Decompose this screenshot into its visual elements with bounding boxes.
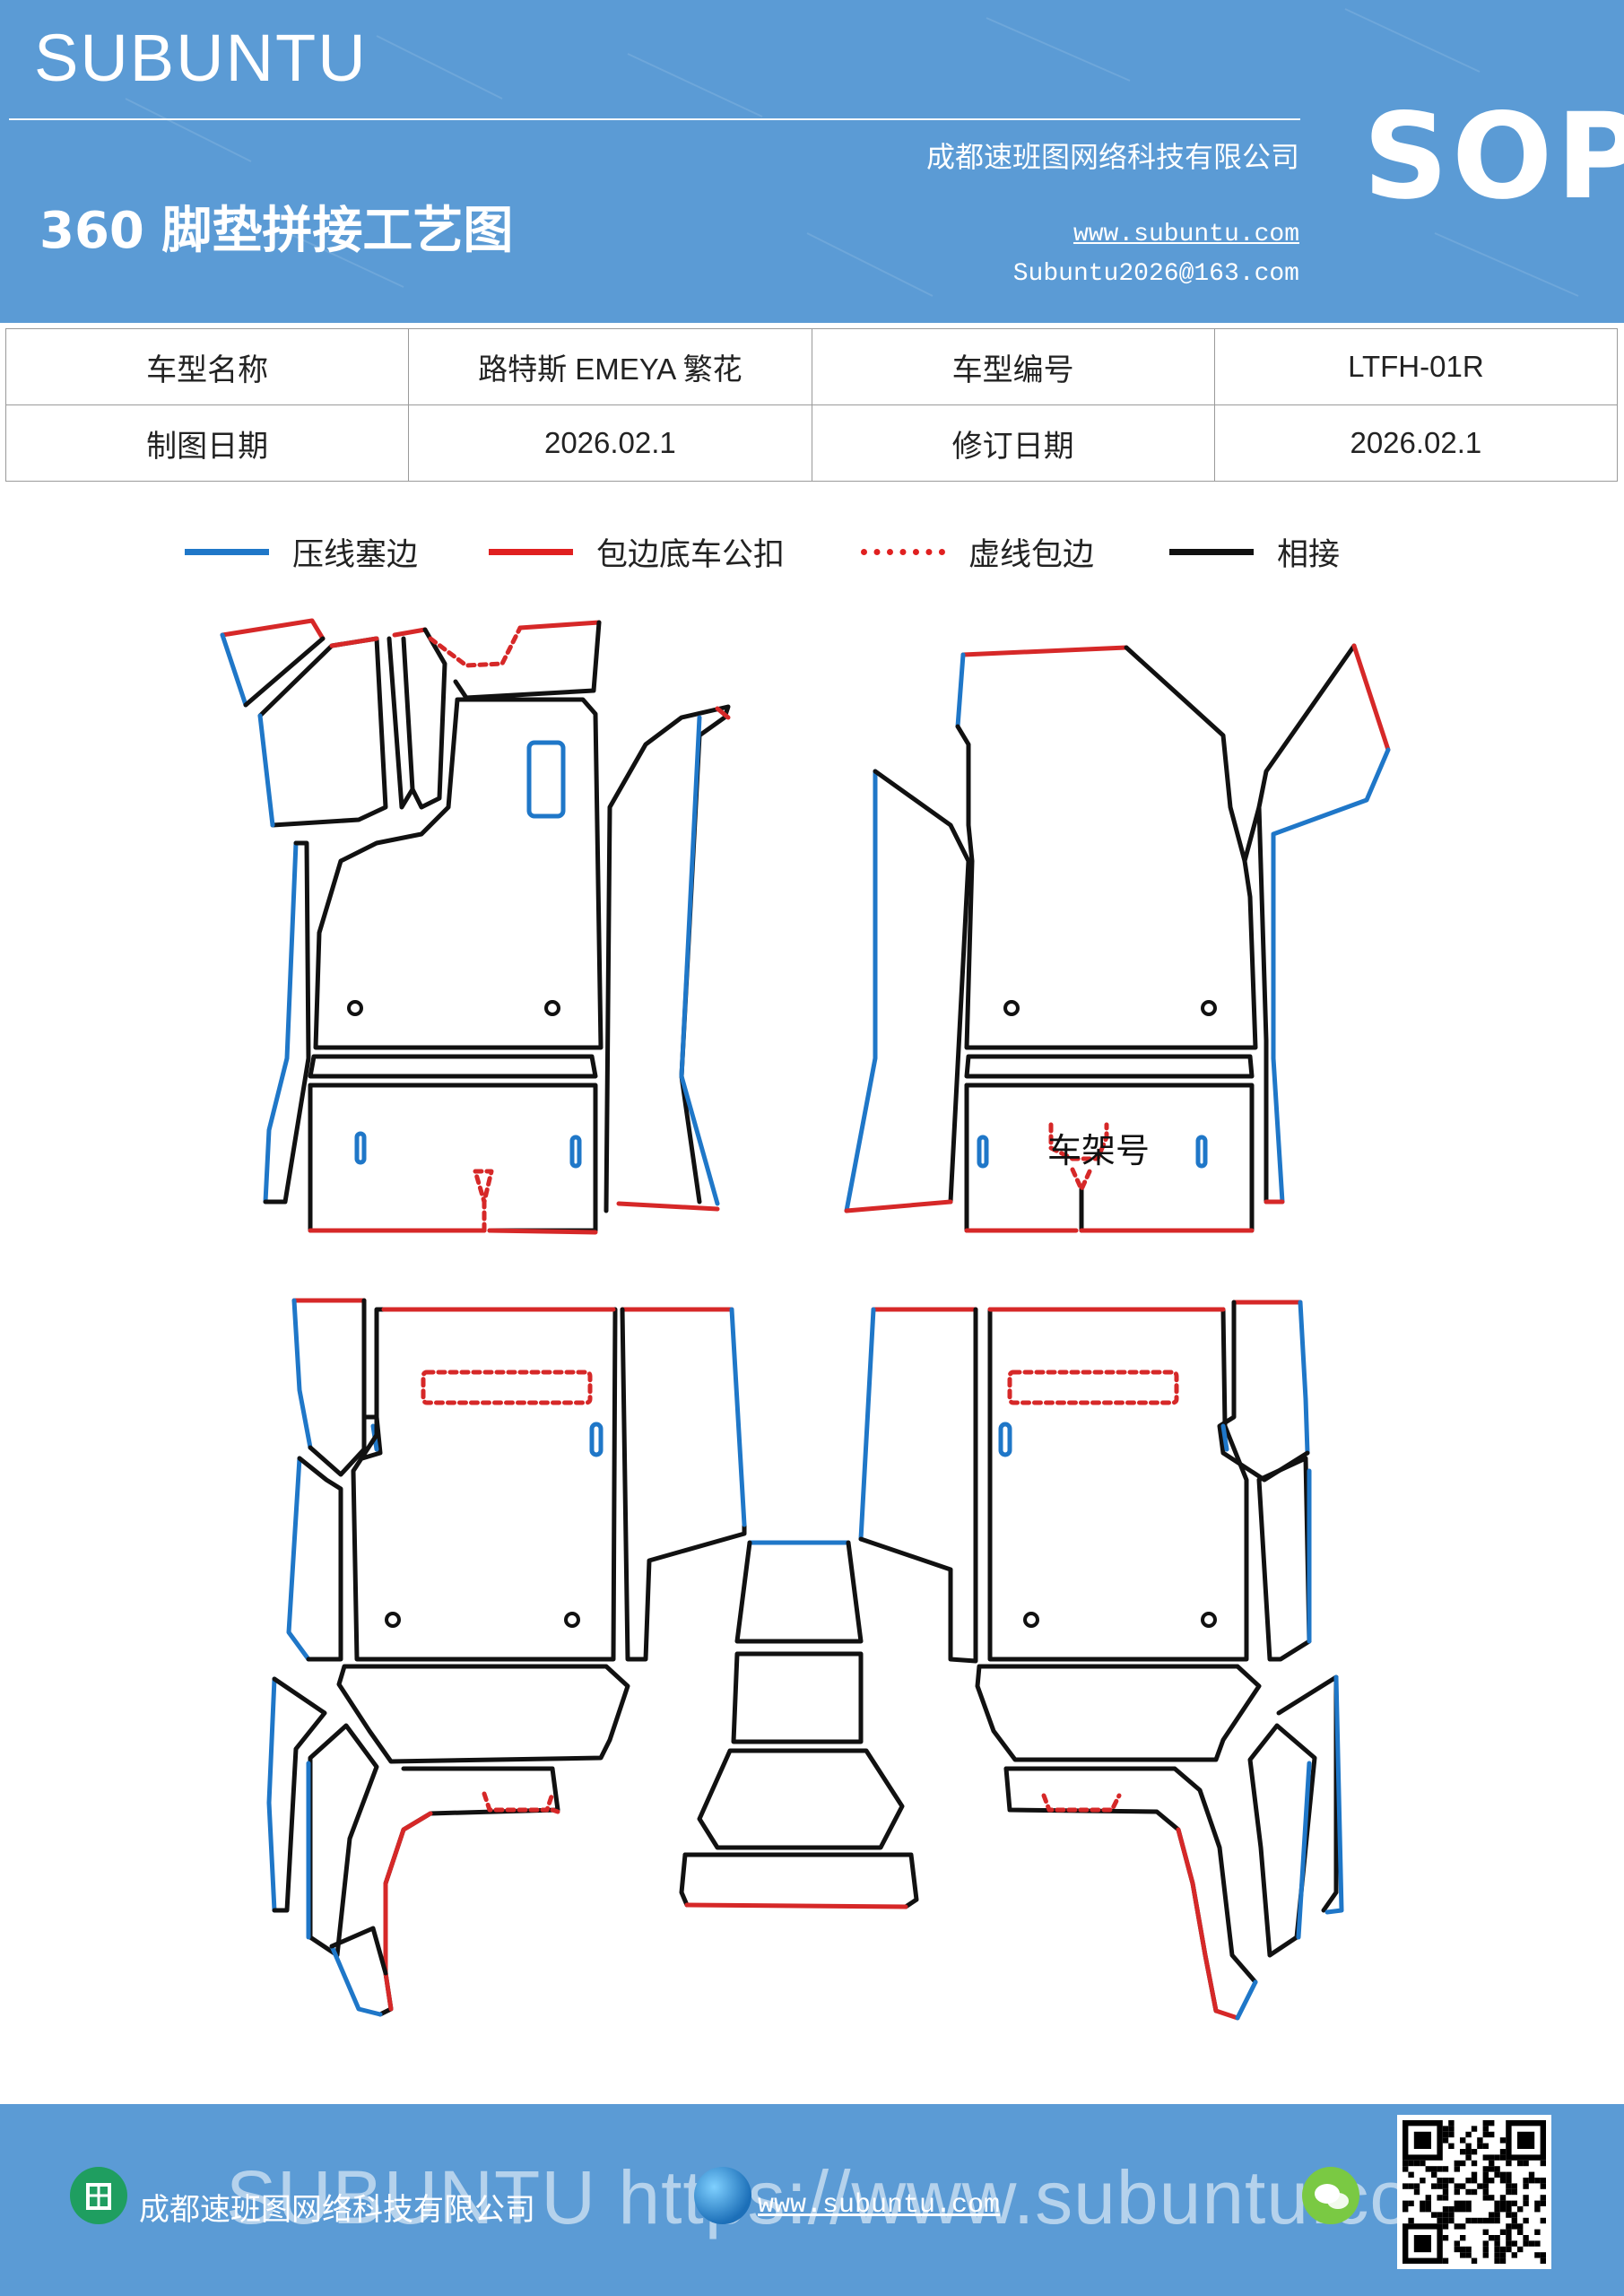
mat-rear-right <box>858 1300 1344 2021</box>
table-row: 制图日期 2026.02.1 修订日期 2026.02.1 <box>4 404 1619 482</box>
mat-center-tunnel <box>679 1540 919 1909</box>
legend-swatch <box>861 548 945 555</box>
page-footer: SUBUNTU https://www.subuntu.com 成都速班图网络科… <box>0 2104 1624 2296</box>
page-title: 360 脚垫拼接工艺图 <box>39 202 514 260</box>
footer-website-link[interactable]: www.subuntu.com <box>758 2190 1001 2221</box>
footer-company-name: 成都速班图网络科技有限公司 <box>139 2192 535 2228</box>
website-link[interactable]: www.subuntu.com <box>1073 221 1299 248</box>
brand-logo-text: SUBUNTU <box>34 21 368 95</box>
value-revision-date: 2026.02.1 <box>1213 404 1619 482</box>
page-header: SUBUNTU 360 脚垫拼接工艺图 成都速班图网络科技有限公司 www.su… <box>0 0 1624 323</box>
legend-item-press-line: 压线塞边 <box>185 520 418 583</box>
qr-code <box>1397 2115 1551 2269</box>
mat-driver-front <box>220 618 731 1235</box>
contact-email[interactable]: Subuntu2026@163.com <box>1012 260 1299 288</box>
mat-passenger-front: 车架号 <box>844 643 1391 1233</box>
legend-item-joined: 相接 <box>1169 520 1340 583</box>
wechat-icon <box>1302 2167 1359 2224</box>
globe-icon <box>694 2167 751 2224</box>
legend-swatch <box>1169 548 1254 555</box>
sop-badge: SOP <box>1363 88 1624 226</box>
line-legend: 压线塞边 包边底车公扣 虚线包边 相接 <box>0 520 1624 583</box>
frame-number-label: 车架号 <box>1047 1131 1150 1170</box>
company-name: 成都速班图网络科技有限公司 <box>925 140 1299 174</box>
legend-label: 包边底车公扣 <box>596 536 786 573</box>
header-divider <box>9 118 1300 120</box>
legend-item-dotted-edge: 虚线包边 <box>861 520 1094 583</box>
value-model-code: LTFH-01R <box>1213 328 1619 405</box>
legend-label: 虚线包边 <box>968 536 1095 573</box>
legend-swatch <box>185 548 269 555</box>
legend-swatch <box>489 548 573 555</box>
value-draw-date: 2026.02.1 <box>408 404 812 482</box>
vehicle-info-table: 车型名称 路特斯 EMEYA 繁花 车型编号 LTFH-01R 制图日期 202… <box>4 328 1619 482</box>
legend-label: 相接 <box>1277 536 1341 573</box>
label-revision-date: 修订日期 <box>811 404 1215 482</box>
legend-label: 压线塞边 <box>292 536 419 573</box>
mat-rear-left <box>266 1298 747 2017</box>
footer-watermark: SUBUNTU https://www.subuntu.com <box>226 2155 1477 2239</box>
building-icon <box>70 2167 127 2224</box>
label-draw-date: 制图日期 <box>4 404 410 482</box>
value-model-name: 路特斯 EMEYA 繁花 <box>408 328 812 405</box>
table-row: 车型名称 路特斯 EMEYA 繁花 车型编号 LTFH-01R <box>4 328 1619 405</box>
legend-item-edge-clip: 包边底车公扣 <box>489 520 785 583</box>
